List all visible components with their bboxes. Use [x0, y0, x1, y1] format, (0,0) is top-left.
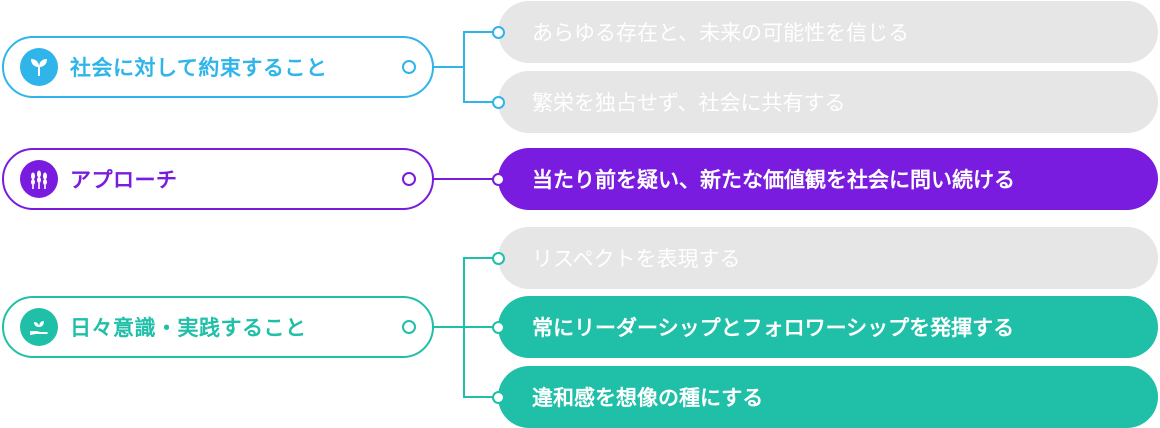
hand-leaf-icon — [20, 308, 58, 346]
item-text: あらゆる存在と、未来の可能性を信じる — [532, 21, 910, 45]
item-text: 違和感を想像の種にする — [532, 386, 764, 410]
item-text: 常にリーダーシップとフォロワーシップを発揮する — [532, 316, 1015, 340]
item-question-norms: 当たり前を疑い、新たな価値観を社会に問い続ける — [492, 148, 1158, 210]
item-share-prosperity: 繁栄を独占せず、社会に共有する — [492, 71, 1158, 133]
item-discomfort-seed: 違和感を想像の種にする — [492, 366, 1158, 428]
connector-port — [492, 95, 505, 109]
connector-port — [492, 320, 505, 334]
item-leadership-followership: 常にリーダーシップとフォロワーシップを発揮する — [492, 296, 1158, 358]
item-text: 繁栄を独占せず、社会に共有する — [532, 91, 846, 115]
category-label: アプローチ — [70, 168, 178, 192]
category-daily-practice: 日々意識・実践すること — [2, 296, 434, 358]
category-commitment: 社会に対して約束すること — [2, 36, 434, 98]
connector-port — [492, 25, 505, 39]
connector-port — [402, 320, 416, 334]
wheat-icon — [20, 160, 58, 198]
item-express-respect: リスペクトを表現する — [492, 227, 1158, 289]
connector-port — [492, 251, 505, 265]
connector-port — [492, 172, 505, 186]
item-believe-possibilities: あらゆる存在と、未来の可能性を信じる — [492, 1, 1158, 63]
connector-port — [402, 60, 416, 74]
connector-port — [402, 172, 416, 186]
item-text: リスペクトを表現する — [532, 247, 741, 271]
connector-port — [492, 390, 505, 404]
category-label: 社会に対して約束すること — [70, 56, 328, 80]
item-text: 当たり前を疑い、新たな価値観を社会に問い続ける — [532, 168, 1015, 192]
sprout-icon — [20, 48, 58, 86]
category-label: 日々意識・実践すること — [70, 316, 307, 340]
category-approach: アプローチ — [2, 148, 434, 210]
